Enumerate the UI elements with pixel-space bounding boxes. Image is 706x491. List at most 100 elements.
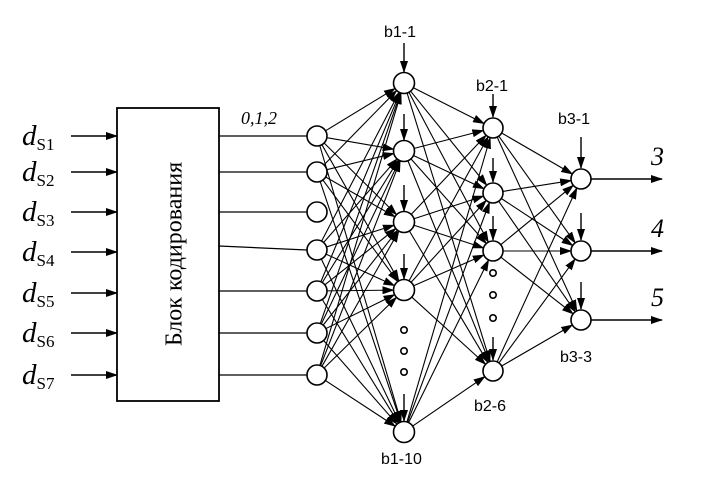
input-neuron <box>306 364 328 386</box>
output-label-2: 4 <box>651 214 664 243</box>
link-l2-l3 <box>500 184 575 246</box>
link-l1-l2 <box>410 199 487 283</box>
link-l0-l1 <box>325 253 396 287</box>
link-l0-l1 <box>319 91 402 324</box>
link-l0-l1 <box>320 159 400 325</box>
input-label-1: dS1 <box>22 120 54 154</box>
input-label-7: dS7 <box>22 359 55 393</box>
code-values-label: 0,1,2 <box>241 108 277 128</box>
input-neuron <box>306 125 328 147</box>
ellipsis-dot <box>488 290 497 299</box>
label-b1-10: b1-10 <box>381 451 422 468</box>
encoder-link-4 <box>218 245 308 251</box>
layer2-neuron <box>482 117 504 139</box>
input-label-6: dS6 <box>22 317 54 351</box>
link-l0-l1 <box>319 181 402 423</box>
ellipsis-dot <box>399 346 408 355</box>
layer3-neuron <box>570 168 592 190</box>
label-b3-1: b3-1 <box>558 111 590 128</box>
input-neuron <box>306 161 328 183</box>
link-l2-l3 <box>500 256 574 315</box>
encoder-label: Блок кодирования <box>162 162 188 346</box>
link-l0-l1 <box>323 340 398 425</box>
link-l0-l1 <box>325 87 396 132</box>
link-l0-l1 <box>322 229 399 326</box>
link-l2-l3 <box>498 258 576 364</box>
link-l1-l2 <box>408 92 489 244</box>
layer2-neuron <box>482 240 504 262</box>
link-l1-l2 <box>410 158 488 245</box>
link-l0-l1 <box>325 380 397 427</box>
link-l0-l1 <box>323 296 398 369</box>
link-l2-l3 <box>502 178 573 192</box>
layer1-neuron <box>392 210 416 234</box>
link-l1-l2 <box>413 87 485 124</box>
link-l2-l3 <box>496 187 578 363</box>
input-label-5: dS5 <box>22 277 54 311</box>
link-l2-l3 <box>496 136 578 312</box>
ellipsis-dot <box>399 325 408 334</box>
ellipsis-dot <box>399 367 408 376</box>
link-l2-l3 <box>498 200 576 313</box>
link-l1-l2 <box>406 136 491 423</box>
output-label-3: 5 <box>651 283 664 312</box>
layer1-neuron <box>392 71 416 95</box>
connections <box>218 87 578 427</box>
link-l0-l1 <box>326 286 395 295</box>
ellipsis-dot <box>488 268 497 277</box>
layer1-neuron <box>392 139 416 163</box>
link-l2-l3 <box>498 135 576 244</box>
outputs: 3 4 5 <box>591 142 664 324</box>
input-neuron <box>306 280 328 302</box>
link-l1-l2 <box>413 154 485 190</box>
label-b2-1: b2-1 <box>476 78 508 95</box>
layer1-neuron <box>392 420 416 444</box>
link-l2-l3 <box>501 132 574 175</box>
input-neuron <box>306 201 328 223</box>
link-l0-l1 <box>319 145 402 423</box>
link-l0-l1 <box>320 159 401 366</box>
link-l1-l2 <box>410 134 487 215</box>
ellipsis-dots <box>399 268 497 376</box>
link-l2-l3 <box>501 198 574 247</box>
link-l0-l1 <box>326 224 395 248</box>
link-l1-l2 <box>413 254 485 287</box>
link-l1-l2 <box>407 160 490 363</box>
output-label-1: 3 <box>650 142 664 171</box>
link-l0-l1 <box>323 89 398 166</box>
link-l0-l1 <box>321 299 400 424</box>
link-l0-l1 <box>321 159 399 283</box>
layer2-neuron <box>482 360 504 382</box>
encoder-block <box>116 107 220 402</box>
link-l1-l2 <box>408 230 489 364</box>
link-l0-l1 <box>326 137 395 152</box>
ellipsis-dot <box>488 313 497 322</box>
link-l1-l2 <box>414 129 485 149</box>
bias-arrows <box>400 43 585 422</box>
layer1-neuron <box>392 278 416 302</box>
link-l0-l1 <box>325 176 396 218</box>
label-b3-3: b3-3 <box>560 349 592 366</box>
link-l0-l1 <box>321 91 400 242</box>
link-l0-l1 <box>319 92 402 366</box>
input-label-4: dS4 <box>22 236 55 270</box>
link-l1-l2 <box>408 259 490 423</box>
neurons <box>306 71 592 444</box>
link-l1-l2 <box>413 224 485 249</box>
input-label-2: dS2 <box>22 156 54 190</box>
link-l0-l1 <box>323 158 398 243</box>
link-l1-l2 <box>407 201 491 423</box>
layer3-neuron <box>570 309 592 331</box>
link-l0-l1 <box>321 230 400 367</box>
input-neuron <box>306 322 328 344</box>
label-b2-6: b2-6 <box>474 398 506 415</box>
link-l1-l2 <box>411 296 487 365</box>
link-l1-l2 <box>412 376 486 427</box>
link-l1-l2 <box>410 90 488 187</box>
link-l1-l2 <box>408 135 489 282</box>
link-l2-l3 <box>501 324 574 367</box>
input-label-3: dS3 <box>22 196 54 230</box>
link-l0-l1 <box>320 91 401 282</box>
